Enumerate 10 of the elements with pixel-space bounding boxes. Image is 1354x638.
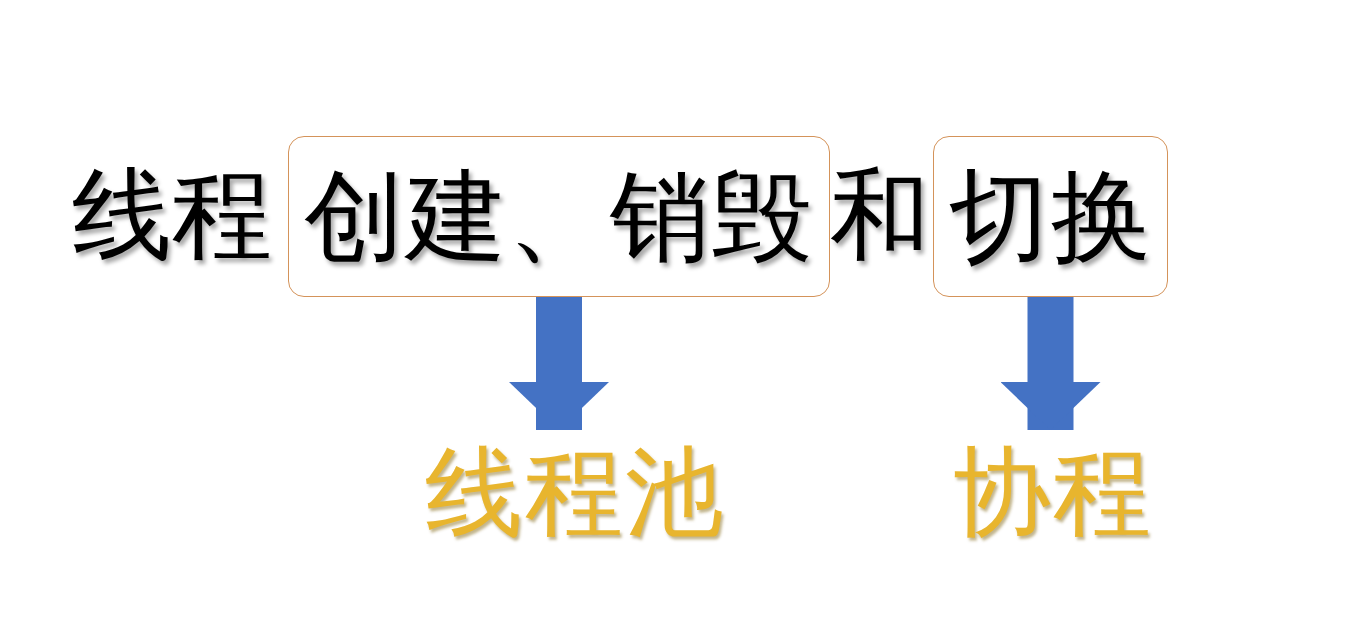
block-arrow (509, 297, 609, 430)
result-text: 线程池 (405, 430, 745, 555)
block-arrow (1000, 297, 1101, 430)
box-text: 切换 (948, 161, 1153, 272)
rounded-box (288, 136, 830, 297)
box-text: 创建、销毁 (304, 161, 814, 272)
heading-text: 和 (830, 160, 930, 270)
result-text: 协程 (940, 430, 1165, 555)
heading-text: 线程 (72, 160, 272, 270)
rounded-box (933, 136, 1168, 297)
